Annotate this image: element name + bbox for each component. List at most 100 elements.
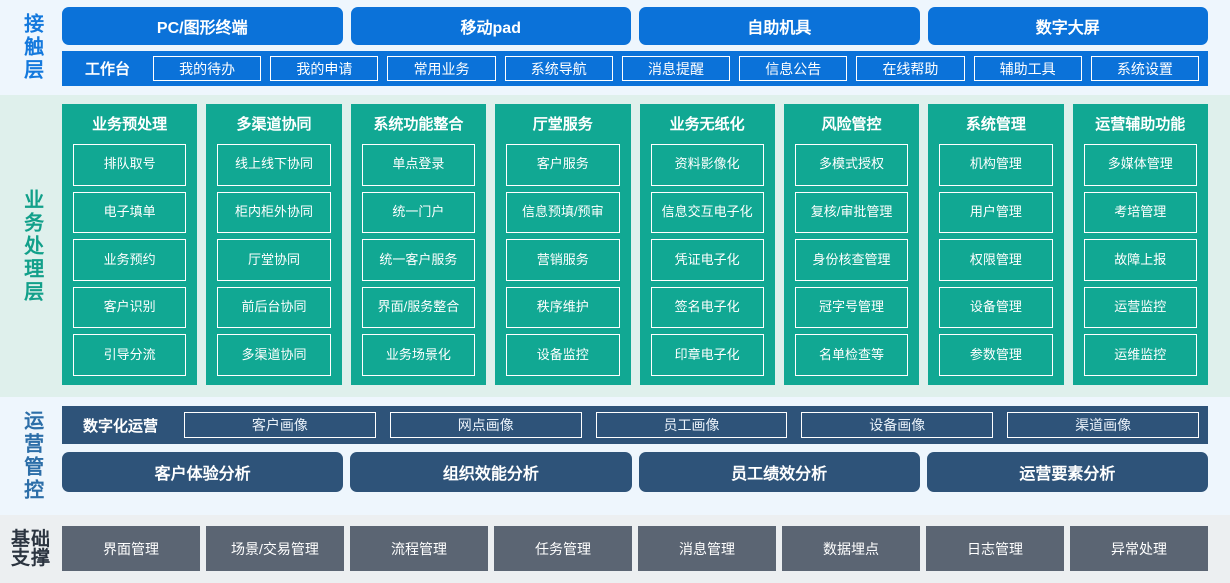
menu-item-auxiliary-tools[interactable]: 辅助工具 — [973, 56, 1082, 81]
channel-card-mobile-pad[interactable]: 移动pad — [350, 7, 631, 45]
business-item[interactable]: 多渠道协同 — [217, 334, 331, 376]
foundation-ui-management[interactable]: 界面管理 — [62, 526, 200, 571]
channel-card-pc[interactable]: PC/图形终端 — [62, 7, 343, 45]
business-item[interactable]: 运营监控 — [1083, 286, 1197, 329]
business-item[interactable]: 界面/服务整合 — [361, 286, 476, 329]
business-item[interactable]: 柜内柜外协同 — [217, 191, 331, 234]
business-item[interactable]: 统一客户服务 — [361, 239, 476, 281]
business-item[interactable]: 凭证电子化 — [650, 239, 764, 281]
foundation-data-tracking[interactable]: 数据埋点 — [782, 526, 920, 571]
foundation-message-management-label: 消息管理 — [679, 540, 735, 557]
analysis-operation-elements[interactable]: 运营要素分析 — [926, 452, 1208, 492]
business-item[interactable]: 统一门户 — [361, 191, 476, 234]
business-item[interactable]: 设备管理 — [939, 286, 1053, 329]
foundation-exception-handling[interactable]: 异常处理 — [1070, 526, 1208, 571]
business-column-system-integration-title: 系统功能整合 — [373, 116, 464, 133]
business-layer-body: 业务预处理 排队取号 电子填单 业务预约 客户识别 引导分流 多渠道协同 线上线… — [62, 95, 1230, 397]
business-item[interactable]: 引导分流 — [73, 334, 187, 376]
portrait-employee[interactable]: 员工画像 — [595, 412, 788, 438]
menu-item-system-navigation[interactable]: 系统导航 — [504, 56, 613, 81]
foundation-layer-label-line2: 支撑 — [10, 548, 51, 569]
business-item[interactable]: 业务预约 — [73, 239, 187, 281]
foundation-layer-body: 界面管理 场景/交易管理 流程管理 任务管理 消息管理 数据埋点 — [62, 515, 1230, 583]
business-item[interactable]: 信息预填/预审 — [506, 191, 620, 234]
business-item[interactable]: 线上线下协同 — [217, 144, 331, 186]
portrait-employee-label: 员工画像 — [663, 417, 720, 433]
business-item[interactable]: 秩序维护 — [506, 286, 620, 329]
menu-item-common-business[interactable]: 常用业务 — [387, 56, 496, 81]
menu-item-info-announcement[interactable]: 信息公告 — [739, 56, 848, 81]
foundation-log-management[interactable]: 日志管理 — [926, 526, 1064, 571]
menu-item-my-application[interactable]: 我的申请 — [270, 56, 379, 81]
business-column-multichannel-title: 多渠道协同 — [236, 116, 312, 133]
business-layer: 业务处理层 业务预处理 排队取号 电子填单 业务预约 客户识别 引导分流 多渠道… — [0, 95, 1230, 397]
business-item[interactable]: 用户管理 — [939, 191, 1053, 234]
foundation-layer-label-stack: 基础 支撑 — [10, 529, 51, 569]
business-item[interactable]: 权限管理 — [939, 239, 1053, 281]
analysis-organizational-efficiency[interactable]: 组织效能分析 — [350, 452, 632, 492]
business-item[interactable]: 客户识别 — [73, 286, 187, 329]
business-column-multichannel: 多渠道协同 线上线下协同 柜内柜外协同 厅堂协同 前后台协同 多渠道协同 — [206, 104, 342, 385]
foundation-task-management-label: 任务管理 — [535, 540, 591, 557]
portrait-device[interactable]: 设备画像 — [801, 412, 994, 438]
operations-layer-body: 数字化运营 客户画像 网点画像 员工画像 设备画像 渠道画像 — [62, 397, 1230, 515]
business-item[interactable]: 电子填单 — [73, 191, 187, 234]
portrait-customer[interactable]: 客户画像 — [184, 412, 376, 438]
business-item[interactable]: 签名电子化 — [650, 286, 764, 329]
foundation-process-management[interactable]: 流程管理 — [350, 526, 488, 571]
portrait-branch[interactable]: 网点画像 — [389, 412, 582, 438]
menu-item-auxiliary-tools-label: 辅助工具 — [999, 60, 1056, 77]
business-item[interactable]: 资料影像化 — [650, 144, 764, 186]
business-item[interactable]: 客户服务 — [506, 144, 620, 186]
portrait-channel-label: 渠道画像 — [1075, 417, 1132, 433]
business-item[interactable]: 印章电子化 — [650, 334, 764, 376]
menu-item-my-todo[interactable]: 我的待办 — [153, 56, 262, 81]
business-item[interactable]: 运维监控 — [1083, 334, 1197, 376]
menu-item-message-reminder[interactable]: 消息提醒 — [621, 56, 731, 81]
business-item[interactable]: 故障上报 — [1083, 239, 1197, 281]
foundation-layer-label: 基础 支撑 — [0, 515, 62, 583]
business-item[interactable]: 多模式授权 — [794, 144, 909, 186]
business-item[interactable]: 单点登录 — [361, 144, 476, 186]
business-item[interactable]: 冠字号管理 — [794, 286, 909, 329]
business-item[interactable]: 身份核查管理 — [794, 239, 909, 281]
business-item[interactable]: 排队取号 — [73, 144, 187, 186]
portrait-customer-label: 客户画像 — [251, 417, 308, 433]
business-item[interactable]: 厅堂协同 — [217, 239, 331, 281]
channel-card-row: PC/图形终端 移动pad 自助机具 数字大屏 — [62, 7, 1208, 45]
analysis-employee-performance[interactable]: 员工绩效分析 — [638, 452, 920, 492]
portrait-device-label: 设备画像 — [869, 417, 926, 433]
business-item[interactable]: 多媒体管理 — [1083, 144, 1197, 186]
business-column-preprocess-title: 业务预处理 — [92, 116, 168, 133]
menu-item-system-settings[interactable]: 系统设置 — [1090, 56, 1199, 81]
foundation-scenario-transaction-management[interactable]: 场景/交易管理 — [206, 526, 344, 571]
business-item[interactable]: 复核/审批管理 — [794, 191, 909, 234]
business-item[interactable]: 营销服务 — [506, 239, 620, 281]
business-item[interactable]: 前后台协同 — [217, 286, 331, 329]
foundation-ui-management-label: 界面管理 — [103, 540, 159, 557]
foundation-layer: 基础 支撑 界面管理 场景/交易管理 流程管理 任务管理 消息管理 — [0, 515, 1230, 583]
portrait-channel[interactable]: 渠道画像 — [1007, 412, 1199, 438]
foundation-scenario-transaction-management-label: 场景/交易管理 — [231, 540, 319, 557]
channel-card-digital-screen[interactable]: 数字大屏 — [927, 7, 1208, 45]
business-item[interactable]: 参数管理 — [939, 334, 1053, 376]
channel-card-digital-screen-label: 数字大屏 — [1035, 20, 1100, 37]
business-item[interactable]: 信息交互电子化 — [650, 191, 764, 234]
business-column-lobby-service-title: 厅堂服务 — [532, 116, 593, 133]
foundation-message-management[interactable]: 消息管理 — [638, 526, 776, 571]
business-item[interactable]: 机构管理 — [939, 144, 1053, 186]
business-item[interactable]: 名单检查等 — [794, 334, 909, 376]
business-item[interactable]: 设备监控 — [506, 334, 620, 376]
analysis-customer-experience[interactable]: 客户体验分析 — [62, 452, 344, 492]
channel-card-self-service-label: 自助机具 — [747, 20, 812, 37]
foundation-task-management[interactable]: 任务管理 — [494, 526, 632, 571]
business-layer-label: 业务处理层 — [0, 95, 62, 397]
business-item[interactable]: 业务场景化 — [361, 334, 476, 376]
business-item[interactable]: 考培管理 — [1083, 191, 1197, 234]
channel-card-self-service[interactable]: 自助机具 — [639, 7, 920, 45]
menu-item-online-help[interactable]: 在线帮助 — [856, 56, 965, 81]
channel-card-mobile-pad-label: 移动pad — [460, 20, 521, 37]
business-column-system-integration: 系统功能整合 单点登录 统一门户 统一客户服务 界面/服务整合 业务场景化 — [350, 104, 487, 385]
digital-operation-title: 数字化运营 — [83, 417, 159, 435]
